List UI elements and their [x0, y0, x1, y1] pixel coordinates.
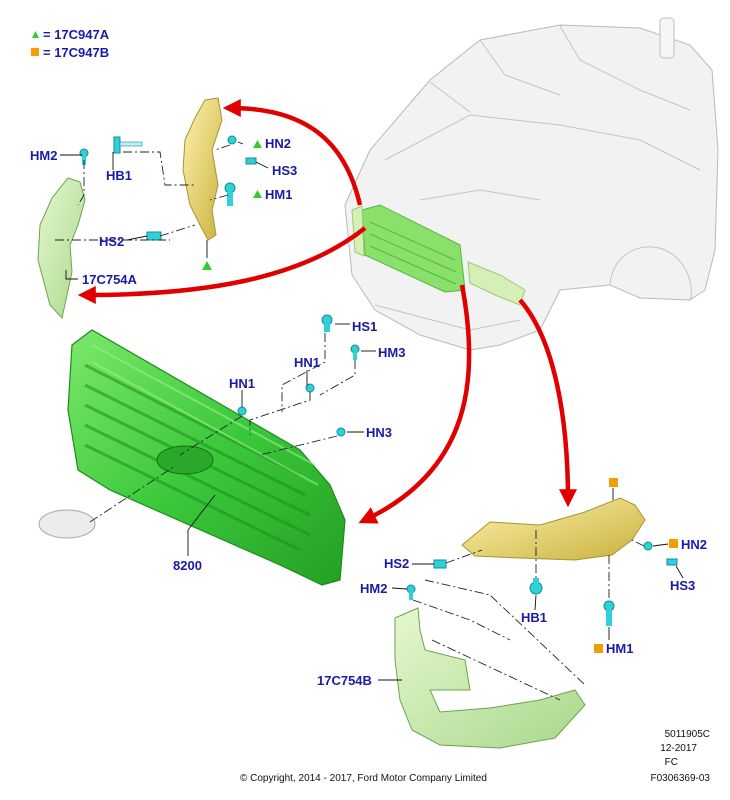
fastener-hn2-bottomright	[643, 541, 653, 551]
emblem-ford-oval	[38, 509, 96, 539]
footer-figure-id: F0306369-03	[651, 773, 711, 784]
bracket-17c947b	[461, 497, 646, 561]
orange-square-hm1	[594, 644, 603, 653]
green-triangle-hm1	[253, 190, 262, 198]
label-hb1-topleft: HB1	[106, 168, 132, 183]
fastener-hn1-left	[237, 406, 247, 416]
fastener-hs3-bottomright	[666, 558, 678, 566]
label-hn2-bottomright: HN2	[681, 537, 707, 552]
label-hs3-bottomright: HS3	[670, 578, 695, 593]
fastener-hn2-topleft	[227, 135, 237, 145]
fastener-hs2-bottomright	[433, 559, 447, 569]
truck-illustration	[344, 17, 719, 351]
orange-square-bracket-b	[609, 478, 618, 487]
green-triangle-marker	[32, 31, 39, 38]
label-hm3: HM3	[378, 345, 405, 360]
orange-square-hn2	[669, 539, 678, 548]
green-triangle-hn2	[253, 140, 262, 148]
footer-region: FC	[665, 757, 678, 768]
footer-copyright: © Copyright, 2014 - 2017, Ford Motor Com…	[240, 773, 487, 784]
label-hb1-bottomright: HB1	[521, 610, 547, 625]
legend-orange-label: = 17C947B	[43, 45, 109, 60]
bracket-17c947a	[182, 97, 223, 241]
trim-17c754b	[394, 607, 586, 749]
label-hm1-topleft: HM1	[265, 187, 292, 202]
label-8200: 8200	[173, 558, 202, 573]
label-hn1-right: HN1	[294, 355, 320, 370]
fastener-hm1-bottomright	[603, 600, 615, 626]
fastener-hb1-bottomright	[529, 578, 543, 595]
footer-code: 5011905C	[665, 729, 710, 740]
location-arrows	[77, 99, 577, 524]
grille-emblem	[156, 445, 214, 475]
fastener-hm2-bottomright	[406, 584, 416, 600]
fastener-hs2-topleft	[146, 231, 162, 241]
fastener-hb1-topleft	[113, 136, 143, 154]
label-17c754b: 17C754B	[317, 673, 372, 688]
label-hs1: HS1	[352, 319, 377, 334]
legend: = 17C947A = 17C947B	[31, 27, 110, 60]
fastener-hm1-topleft	[224, 182, 236, 206]
bracket-17c947b-assembly	[378, 478, 684, 749]
bracket-17c947a-assembly	[37, 97, 269, 320]
fastener-hs1	[321, 314, 333, 332]
label-hn3: HN3	[366, 425, 392, 440]
footer-date: 12-2017	[660, 743, 697, 754]
label-hs2-bottomright: HS2	[384, 556, 409, 571]
label-hn1-left: HN1	[229, 376, 255, 391]
fastener-hs3-topleft	[245, 157, 257, 165]
label-hn2-topleft: HN2	[265, 136, 291, 151]
vehicle-bumper-trim-right	[467, 261, 526, 306]
fastener-hn3	[336, 427, 346, 437]
label-hs3-topleft: HS3	[272, 163, 297, 178]
grille-8200-assembly	[38, 314, 376, 586]
label-17c754a: 17C754A	[82, 272, 138, 287]
trim-17c754a	[37, 177, 86, 320]
label-hs2-topleft: HS2	[99, 234, 124, 249]
legend-green-label: = 17C947A	[43, 27, 110, 42]
label-hm2-bottomright: HM2	[360, 581, 387, 596]
fastener-hm3	[350, 344, 360, 360]
label-hm2-topleft: HM2	[30, 148, 57, 163]
orange-square-marker	[31, 48, 39, 56]
label-hm1-bottomright: HM1	[606, 641, 633, 656]
green-triangle-bracket-a	[202, 261, 212, 270]
